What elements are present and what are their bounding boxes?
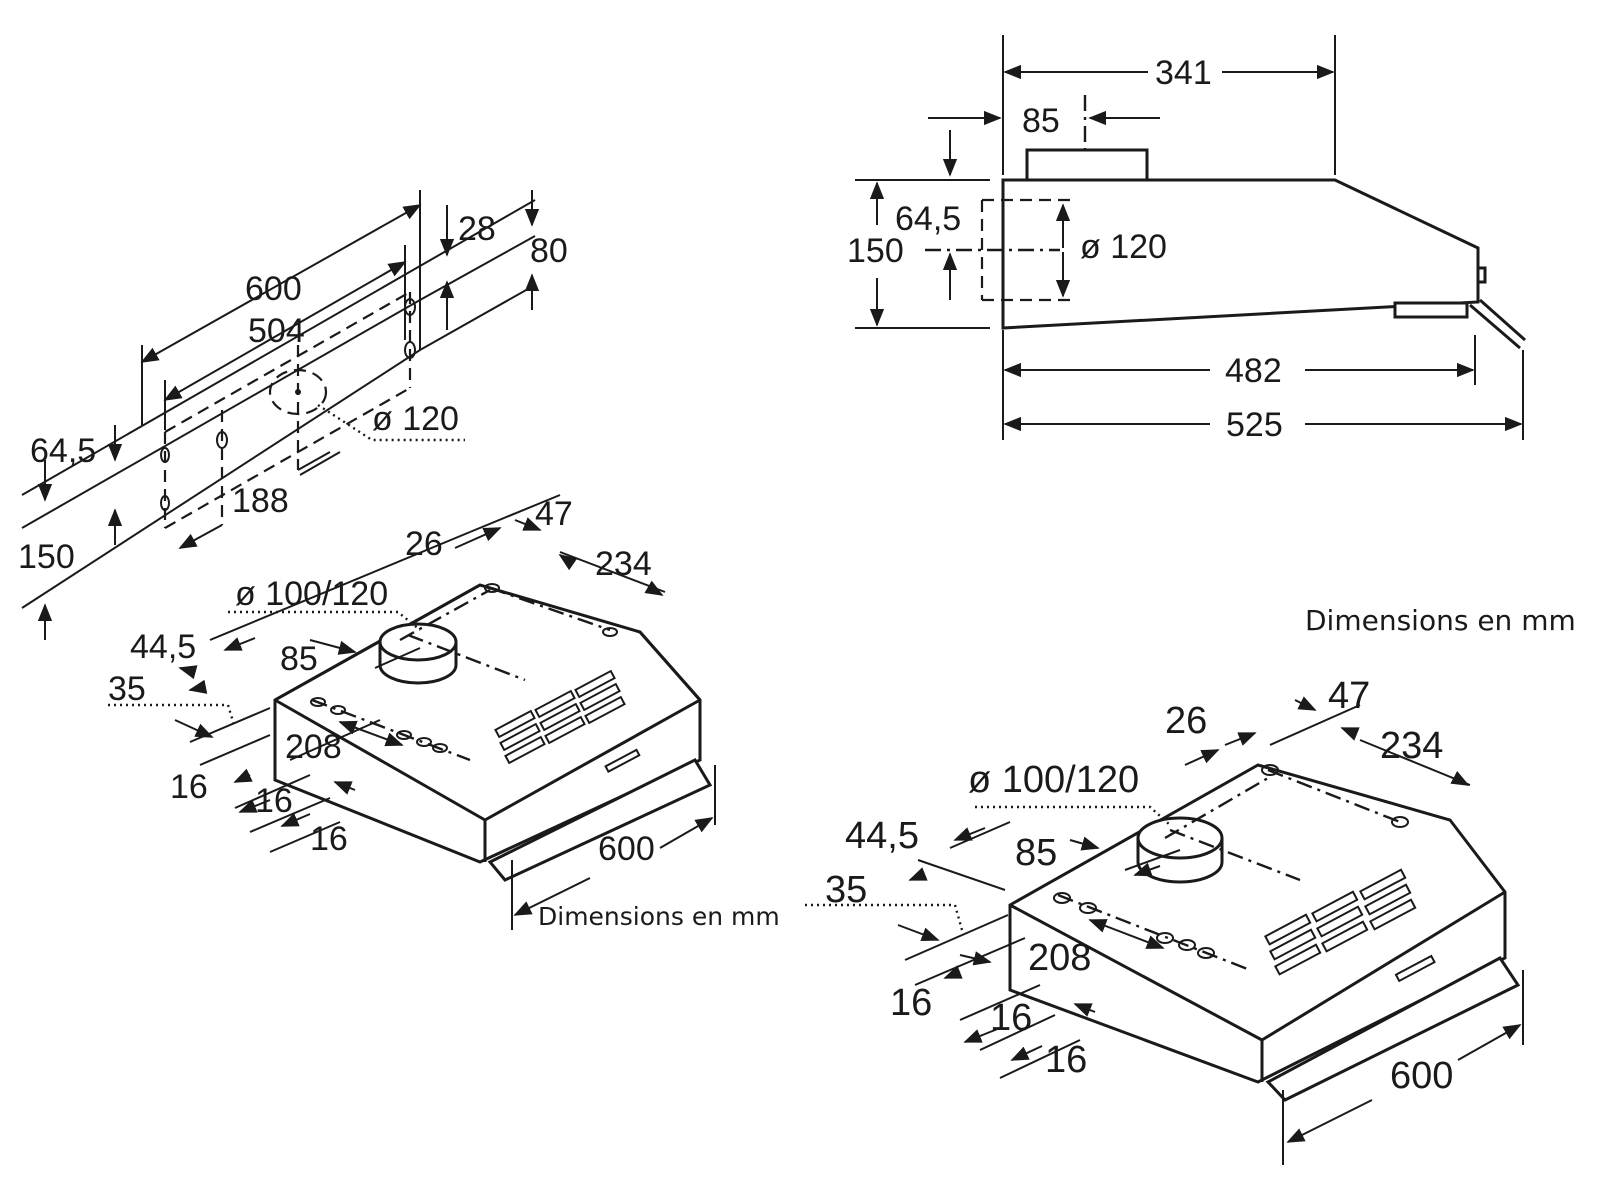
iso-right-duct-diameter: ø 100/120 <box>968 759 1139 801</box>
iso-right-width-600: 600 <box>1390 1055 1453 1097</box>
iso-right-depth-234: 234 <box>1380 725 1443 767</box>
iso-left-width-600: 600 <box>598 830 655 868</box>
side-duct-offset-label: 85 <box>1022 102 1060 140</box>
side-depth-525-label: 525 <box>1226 406 1283 444</box>
iso-left-step-b: 16 <box>255 782 293 820</box>
mount-duct-offset-label: 188 <box>232 482 289 520</box>
side-depth-482-label: 482 <box>1225 352 1282 390</box>
mount-width-label: 600 <box>245 270 302 308</box>
side-height-label: 150 <box>847 232 904 270</box>
iso-right-offset-85: 85 <box>1015 832 1057 874</box>
isometric-view-right: 26 47 234 ø 100/120 44,5 85 35 208 16 16… <box>805 604 1576 1165</box>
iso-right-step-b: 16 <box>990 997 1032 1039</box>
iso-left-depth-234: 234 <box>595 545 652 583</box>
mounting-template-view: 600 504 28 80 64,5 150 188 ø 120 <box>18 190 568 640</box>
iso-left-step-a: 16 <box>170 768 208 806</box>
iso-left-offset-85: 85 <box>280 640 318 678</box>
side-top-depth-label: 341 <box>1155 54 1212 92</box>
iso-right-spacing-208: 208 <box>1028 937 1091 979</box>
iso-left-step-c: 16 <box>310 820 348 858</box>
iso-left-duct-diameter: ø 100/120 <box>235 575 388 613</box>
mount-duct-diameter-label: ø 120 <box>372 400 459 438</box>
mount-top-height-label: 80 <box>530 232 568 270</box>
iso-left-spacing-208: 208 <box>285 728 342 766</box>
side-view: 341 85 64,5 150 ø 120 482 525 <box>847 35 1526 444</box>
mount-hole-spacing-label: 504 <box>248 312 305 350</box>
side-duct-diameter-label: ø 120 <box>1080 228 1167 266</box>
iso-right-step-c: 16 <box>1045 1039 1087 1081</box>
iso-left-depth-26: 26 <box>405 525 443 563</box>
iso-right-depth-26: 26 <box>1165 700 1207 742</box>
iso-right-step-a: 16 <box>890 982 932 1024</box>
iso-right-unit-note: Dimensions en mm <box>1305 604 1576 637</box>
iso-left-depth-47: 47 <box>535 495 573 533</box>
iso-left-offset-44-5: 44,5 <box>130 628 196 666</box>
mount-height-label: 150 <box>18 538 75 576</box>
isometric-view-left: 26 47 234 ø 100/120 44,5 85 35 208 16 16… <box>108 494 780 931</box>
iso-right-offset-35: 35 <box>825 869 867 911</box>
iso-left-offset-35: 35 <box>108 670 146 708</box>
mount-side-offset-label: 64,5 <box>30 432 96 470</box>
mount-top-offset-label: 28 <box>458 210 496 248</box>
iso-left-unit-note: Dimensions en mm <box>538 902 780 931</box>
iso-right-depth-47: 47 <box>1328 675 1370 717</box>
iso-right-offset-44-5: 44,5 <box>845 815 919 857</box>
side-duct-height-label: 64,5 <box>895 200 961 238</box>
